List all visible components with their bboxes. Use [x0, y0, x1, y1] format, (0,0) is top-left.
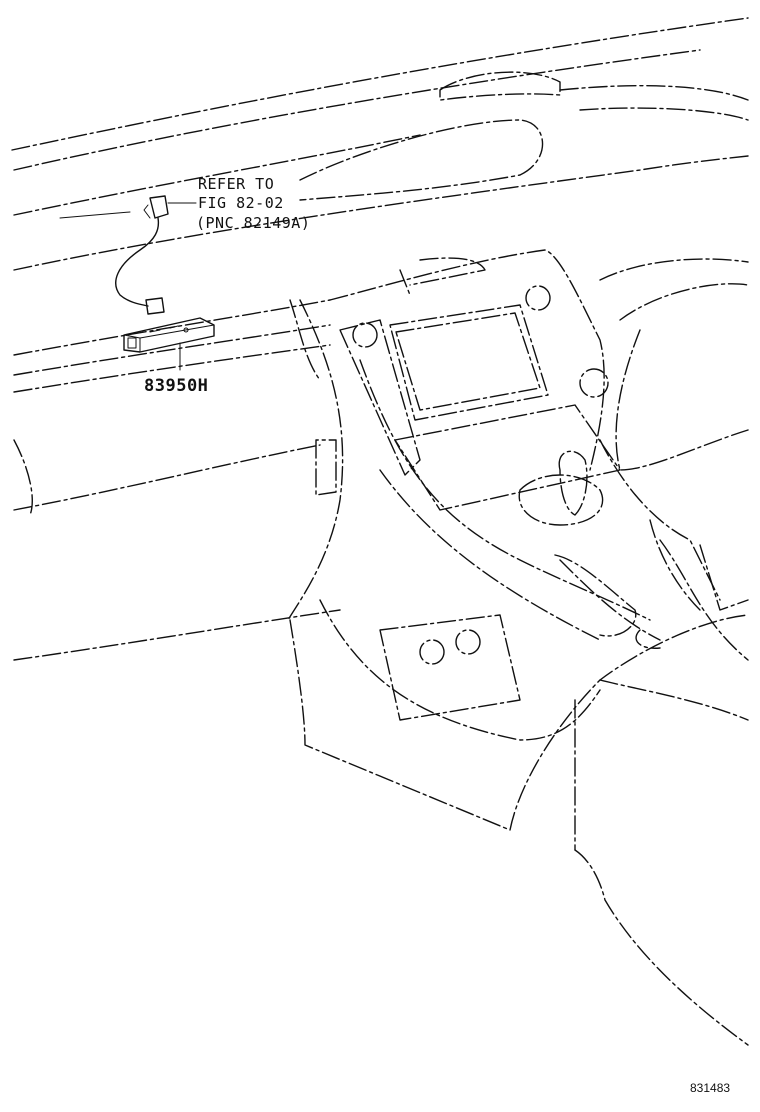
callout-line-2: FIG 82-02	[198, 194, 284, 212]
wire-harness	[59, 195, 169, 315]
callout-line-3: (PNC 82149A)	[196, 214, 310, 232]
gear-shifter-outline	[518, 450, 604, 526]
steering-column-outline	[579, 258, 749, 611]
illustration-id: 831483	[690, 1081, 730, 1095]
dashboard-top-outline	[11, 17, 749, 271]
center-console-outline	[287, 249, 651, 641]
control-module-part	[123, 317, 215, 353]
seat-outline	[509, 539, 749, 1046]
part-number-label: 83950H	[144, 376, 208, 396]
dashboard-body-outline	[13, 299, 341, 661]
lower-console-outline	[289, 554, 661, 831]
callout-line-1: REFER TO	[198, 175, 274, 193]
